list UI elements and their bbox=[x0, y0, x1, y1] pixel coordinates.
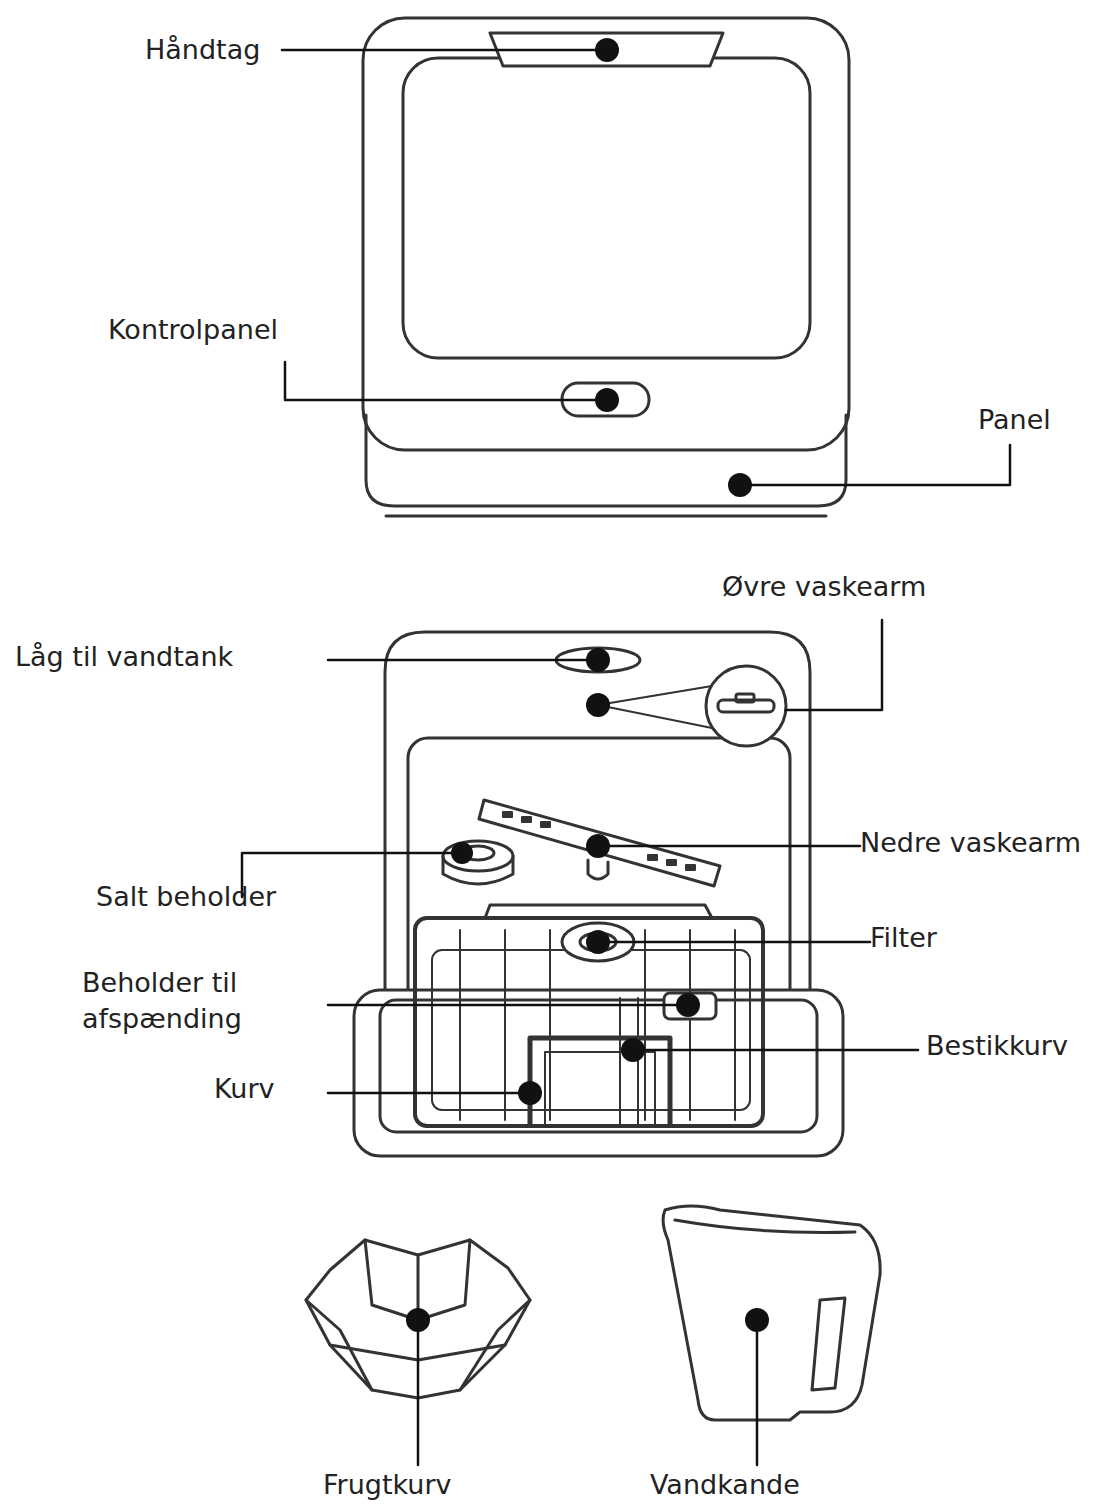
leader-line bbox=[328, 659, 598, 662]
callout-dot bbox=[586, 648, 610, 672]
leader-line bbox=[740, 445, 1010, 485]
basket bbox=[644, 930, 646, 1120]
fruit-basket bbox=[365, 1240, 470, 1320]
water-jug bbox=[812, 1298, 845, 1390]
leader-line bbox=[328, 1092, 530, 1095]
upper-spray-arm-detail bbox=[598, 666, 786, 746]
leader-line bbox=[633, 1049, 918, 1052]
callout-dot bbox=[728, 473, 752, 497]
callout-dot bbox=[406, 1308, 430, 1332]
callout-dot bbox=[676, 993, 700, 1017]
basket bbox=[504, 930, 506, 1120]
cutlery-basket bbox=[619, 998, 621, 1125]
cutlery-basket bbox=[530, 998, 670, 1125]
dishwasher-open bbox=[354, 632, 843, 1156]
lower-spray-arm bbox=[667, 860, 676, 865]
lower-spray-arm bbox=[588, 860, 608, 879]
callout-dot bbox=[595, 38, 619, 62]
salt-container bbox=[443, 841, 513, 871]
basket bbox=[415, 918, 763, 1126]
lower-spray-arm bbox=[686, 865, 695, 870]
leader-line bbox=[417, 1320, 420, 1465]
upper-spray-arm-detail bbox=[598, 686, 712, 705]
part-label: Filter bbox=[870, 920, 937, 956]
part-label: Vandkande bbox=[650, 1467, 800, 1503]
part-label: Beholder til afspænding bbox=[82, 965, 292, 1037]
part-label: Frugtkurv bbox=[323, 1467, 452, 1503]
leader-line bbox=[282, 49, 607, 52]
callout-dot bbox=[621, 1038, 645, 1062]
lower-spray-arm bbox=[503, 812, 512, 817]
dishwasher-front bbox=[403, 58, 810, 358]
leader-line bbox=[756, 1320, 759, 1465]
lower-spray-arm bbox=[648, 855, 657, 860]
callout-dot bbox=[586, 930, 610, 954]
callout-dot bbox=[595, 388, 619, 412]
callout-dot bbox=[745, 1308, 769, 1332]
dishwasher-front bbox=[366, 415, 846, 506]
dishwasher-front bbox=[363, 18, 849, 450]
part-label: Kontrolpanel bbox=[108, 312, 278, 348]
fruit-basket bbox=[460, 1300, 530, 1390]
part-label: Salt beholder bbox=[96, 879, 276, 915]
part-label: Øvre vaskearm bbox=[722, 569, 926, 605]
dishwasher-front bbox=[386, 515, 826, 518]
water-jug bbox=[663, 1206, 880, 1420]
leader-line bbox=[328, 1004, 688, 1007]
dishwasher-open bbox=[380, 1000, 817, 1132]
upper-spray-arm-detail bbox=[706, 666, 786, 746]
callout-dot bbox=[586, 693, 610, 717]
upper-spray-arm-detail bbox=[598, 705, 712, 728]
salt-container bbox=[443, 841, 513, 884]
callout-dot bbox=[406, 38, 769, 1332]
lower-spray-arm bbox=[541, 822, 550, 827]
lower-spray-arm bbox=[522, 817, 531, 822]
part-label: Låg til vandtank bbox=[15, 639, 233, 675]
upper-spray-arm-detail bbox=[736, 694, 754, 702]
part-label: Kurv bbox=[214, 1071, 275, 1107]
basket bbox=[549, 930, 551, 1120]
fruit-basket bbox=[306, 1300, 372, 1390]
cutlery-basket bbox=[637, 998, 639, 1125]
part-label: Nedre vaskearm bbox=[860, 825, 1081, 861]
callout-dot bbox=[451, 842, 473, 864]
water-jug bbox=[675, 1220, 855, 1233]
dishwasher-front bbox=[363, 18, 849, 516]
basket bbox=[459, 930, 461, 1120]
lower-spray-arm bbox=[479, 800, 720, 886]
leader-line bbox=[242, 50, 1010, 1465]
part-label: Håndtag bbox=[145, 32, 260, 68]
callout-dot bbox=[586, 834, 610, 858]
callout-dot bbox=[518, 1081, 542, 1105]
basket bbox=[689, 930, 691, 1120]
water-jug bbox=[663, 1206, 880, 1420]
lower-spray-arm bbox=[479, 800, 720, 886]
lower-spray-arm bbox=[503, 812, 695, 870]
leader-line bbox=[285, 362, 607, 400]
part-label: Bestikkurv bbox=[926, 1028, 1068, 1064]
leader-line bbox=[598, 845, 860, 848]
dishwasher-open bbox=[354, 990, 843, 1156]
leader-line bbox=[786, 620, 882, 710]
basket bbox=[432, 950, 750, 1110]
leader-line bbox=[598, 941, 870, 944]
dishwasher-open bbox=[385, 632, 810, 1000]
basket bbox=[734, 930, 736, 1120]
part-label: Panel bbox=[978, 402, 1051, 438]
